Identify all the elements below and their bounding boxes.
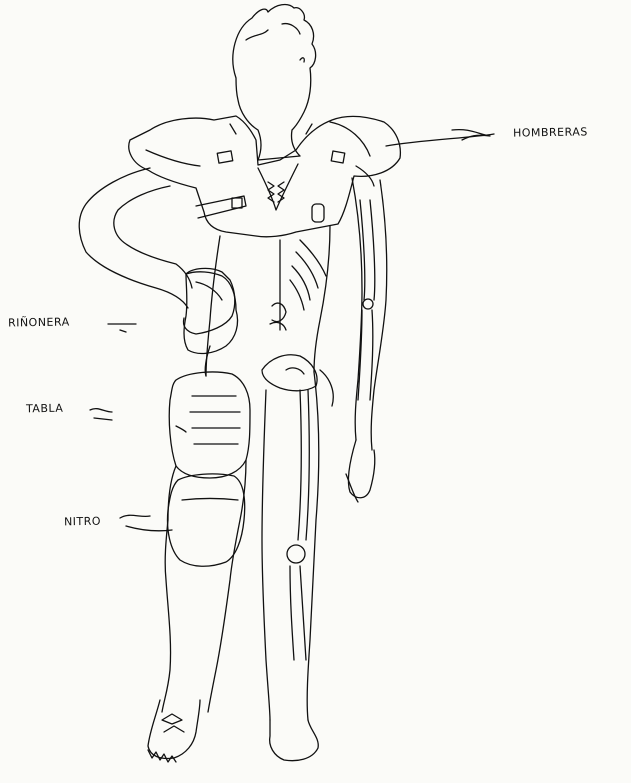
torso	[206, 226, 330, 376]
label-tabla: TABLA	[26, 403, 64, 415]
head	[233, 5, 316, 160]
left-leg	[162, 346, 246, 712]
thigh-board	[169, 372, 250, 478]
pelvis	[262, 355, 333, 406]
straight-arm	[346, 178, 387, 502]
label-hombreras: HOMBRERAS	[513, 126, 588, 138]
shoe	[148, 700, 200, 762]
knee-pad	[168, 474, 245, 566]
label-rinonera: RIÑONERA	[8, 316, 70, 328]
leader-lines	[90, 130, 494, 531]
right-leg	[262, 372, 319, 761]
shoulder-pads	[129, 116, 401, 237]
label-nitro: NITRO	[64, 516, 101, 528]
